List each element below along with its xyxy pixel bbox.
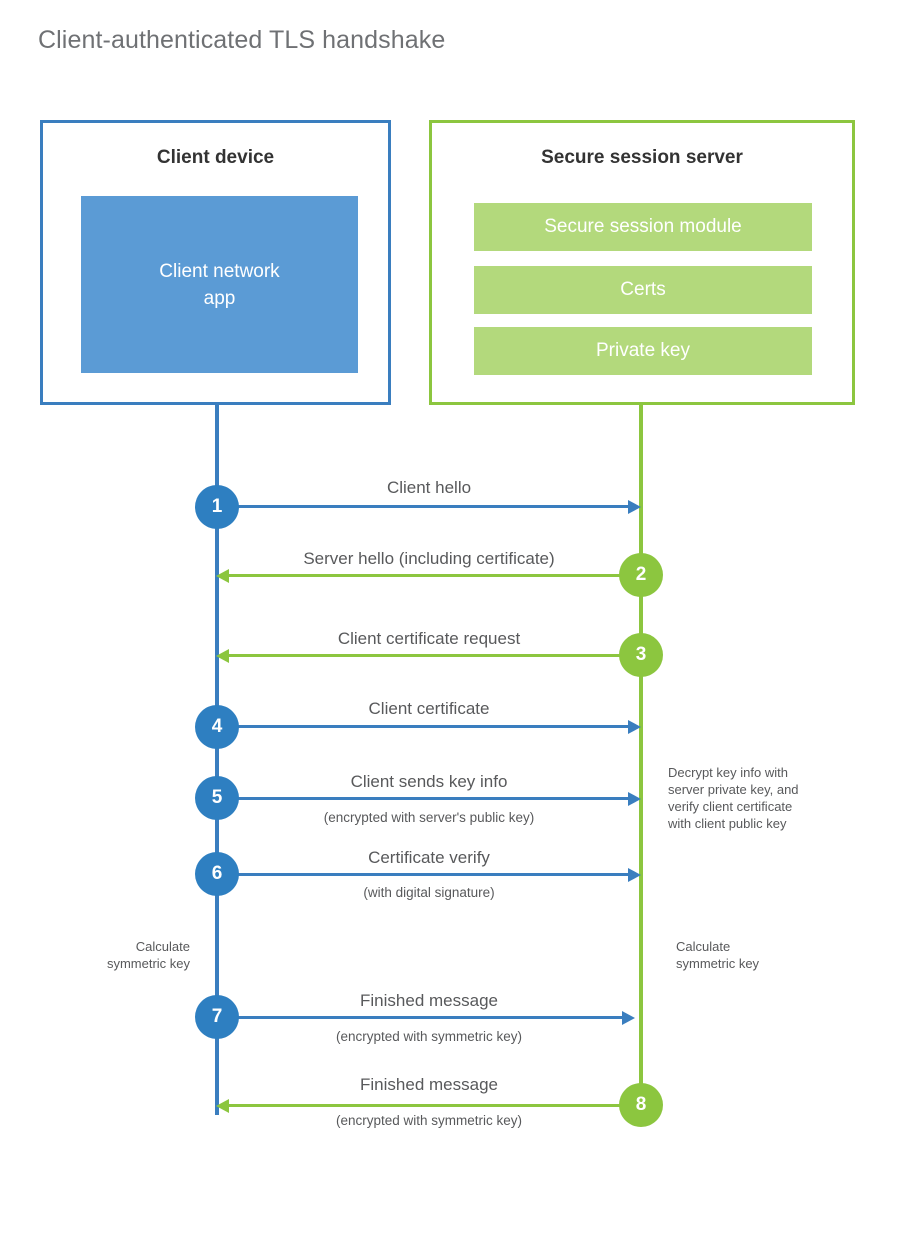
client-device-box: Client device Client network app xyxy=(40,120,391,405)
client-lifeline xyxy=(215,405,219,1115)
step-circle-4[interactable]: 4 xyxy=(195,705,239,749)
secure-session-server-box: Secure session server Secure session mod… xyxy=(429,120,855,405)
arrowhead-left-8 xyxy=(216,1099,229,1113)
arrowhead-left-2 xyxy=(216,569,229,583)
message-line-3 xyxy=(228,654,641,657)
message-label-4: Client certificate xyxy=(368,699,490,718)
message-line-5 xyxy=(217,797,628,800)
step-circle-6[interactable]: 6 xyxy=(195,852,239,896)
client-calculate-symmetric-key-annotation: Calculate symmetric key xyxy=(40,938,190,972)
server-calc-line-1: Calculate xyxy=(676,939,731,954)
page-title: Client-authenticated TLS handshake xyxy=(38,26,446,54)
arrowhead-right-6 xyxy=(628,868,641,882)
message-line-6 xyxy=(217,873,628,876)
step-circle-2[interactable]: 2 xyxy=(619,553,663,597)
message-line-7 xyxy=(217,1016,622,1019)
message-label-3: Client certificate request xyxy=(337,629,521,648)
server-decrypt-annotation: Decrypt key info with server private key… xyxy=(668,764,843,832)
arrowhead-right-1 xyxy=(628,500,641,514)
message-label-5: Client sends key info xyxy=(350,772,508,791)
arrowhead-right-5 xyxy=(628,792,641,806)
server-calculate-symmetric-key-annotation: Calculate symmetric key xyxy=(676,938,836,972)
server-decrypt-line-3: verify client certificate xyxy=(668,799,793,814)
step-circle-3[interactable]: 3 xyxy=(619,633,663,677)
message-label-2: Server hello (including certificate) xyxy=(303,549,555,568)
step-circle-5[interactable]: 5 xyxy=(195,776,239,820)
message-sublabel-6: (with digital signature) xyxy=(363,885,495,900)
secure-session-server-title: Secure session server xyxy=(541,147,743,168)
message-line-2 xyxy=(228,574,641,577)
client-network-app-block: Client network app xyxy=(81,196,358,373)
step-circle-8[interactable]: 8 xyxy=(619,1083,663,1127)
message-line-4 xyxy=(217,725,628,728)
message-sublabel-5: (encrypted with server's public key) xyxy=(323,810,535,825)
message-line-1 xyxy=(217,505,628,508)
server-component-secure-session-module: Secure session module xyxy=(474,203,812,251)
message-label-1: Client hello xyxy=(386,478,472,497)
server-decrypt-line-4: with client public key xyxy=(668,816,787,831)
server-component-private-key: Private key xyxy=(474,327,812,375)
server-component-certs: Certs xyxy=(474,266,812,314)
client-device-title: Client device xyxy=(156,147,275,168)
server-decrypt-line-2: server private key, and xyxy=(668,782,799,797)
client-network-app-label: Client network app xyxy=(159,260,280,309)
arrowhead-right-4 xyxy=(628,720,641,734)
step-circle-1[interactable]: 1 xyxy=(195,485,239,529)
message-label-7: Finished message xyxy=(360,991,498,1010)
message-sublabel-8: (encrypted with symmetric key) xyxy=(335,1113,523,1128)
server-decrypt-line-1: Decrypt key info with xyxy=(668,765,788,780)
arrowhead-left-3 xyxy=(216,649,229,663)
client-calc-line-1: Calculate xyxy=(135,939,190,954)
server-calc-line-2: symmetric key xyxy=(676,956,760,971)
message-label-6: Certificate verify xyxy=(368,848,490,867)
server-lifeline xyxy=(639,405,643,1105)
message-line-8 xyxy=(228,1104,641,1107)
client-calc-line-2: symmetric key xyxy=(106,956,190,971)
step-circle-7[interactable]: 7 xyxy=(195,995,239,1039)
message-sublabel-7: (encrypted with symmetric key) xyxy=(335,1029,523,1044)
arrowhead-right-7 xyxy=(622,1011,635,1025)
message-label-8: Finished message xyxy=(360,1075,498,1094)
